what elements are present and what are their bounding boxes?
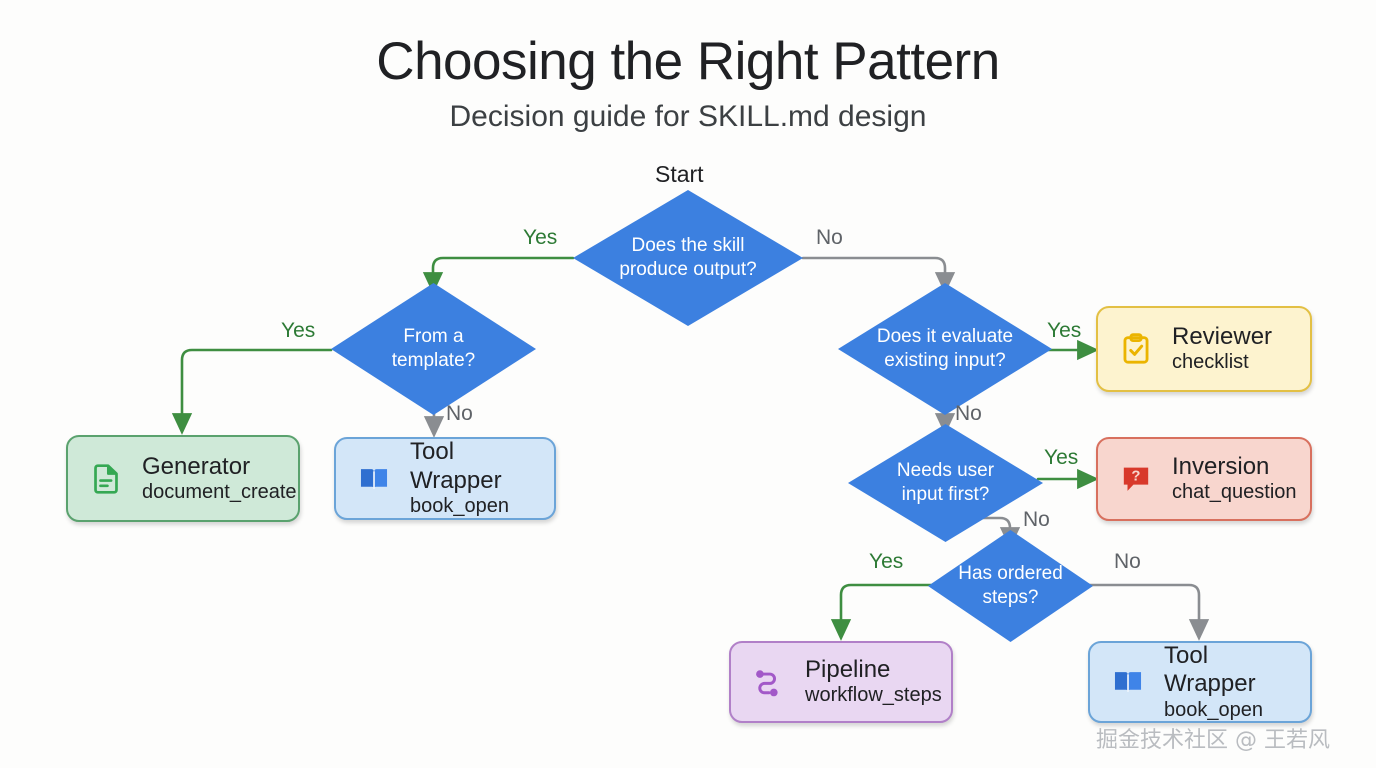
result-pipeline-title: Pipeline [805, 656, 891, 684]
result-node-generator[interactable]: Generator document_create [66, 435, 300, 522]
edge-label-q2-yes: Yes [281, 319, 316, 342]
result-generator-title: Generator [142, 452, 251, 480]
decision-needs-user-input-line1: Needs user [896, 460, 995, 482]
edge-label-q2-no: No [446, 402, 473, 425]
result-generator-subtitle: document_create [142, 480, 297, 503]
edge-label-q3-yes: Yes [1047, 319, 1082, 342]
edge-q4-no [943, 516, 1021, 549]
decision-from-template-line1: From a [403, 326, 464, 348]
workflow-icon [749, 662, 789, 702]
result-pipeline-subtitle: workflow_steps [805, 684, 942, 707]
document-icon [86, 459, 126, 499]
result-tool-wrapper-left-title: Tool Wrapper [410, 438, 502, 494]
decision-evaluate-input-line2: existing input? [884, 350, 1006, 371]
edge-label-q1-no: No [816, 226, 843, 249]
result-node-tool-wrapper-left[interactable]: Tool Wrapper book_open [334, 437, 556, 520]
book-open-icon [354, 459, 394, 499]
page-title: Choosing the Right Pattern [376, 32, 1000, 91]
start-caption: Start [655, 161, 704, 187]
result-inversion-title: Inversion [1172, 453, 1270, 481]
result-node-inversion[interactable]: ? Inversion chat_question [1096, 437, 1312, 521]
edge-label-q1-yes: Yes [523, 226, 558, 249]
edge-label-q5-no: No [1114, 550, 1141, 573]
edge-label-q3-no: No [955, 402, 982, 425]
decision-has-ordered-steps-line1: Has ordered [958, 563, 1063, 585]
result-inversion-subtitle: chat_question [1172, 481, 1297, 504]
decision-produce-output-line1: Does the skill [631, 235, 745, 257]
result-node-pipeline[interactable]: Pipeline workflow_steps [729, 641, 953, 723]
clipboard-check-icon [1116, 329, 1156, 369]
page-subtitle: Decision guide for SKILL.md design [449, 100, 927, 133]
edge-q5-no [1087, 583, 1210, 641]
decision-produce-output-line2: produce output? [619, 259, 757, 280]
result-node-tool-wrapper-bottom[interactable]: Tool Wrapper book_open [1088, 641, 1312, 723]
result-tool-wrapper-bottom-title: Tool Wrapper [1164, 641, 1256, 698]
watermark: 掘金技术社区 @ 王若风 [1096, 728, 1330, 753]
svg-text:?: ? [1131, 469, 1140, 485]
result-node-reviewer[interactable]: Reviewer checklist [1096, 306, 1312, 392]
result-reviewer-title: Reviewer [1172, 323, 1273, 351]
result-tool-wrapper-bottom-subtitle: book_open [1164, 698, 1263, 721]
edge-label-q5-yes: Yes [869, 550, 904, 573]
edge-label-q4-yes: Yes [1044, 446, 1079, 469]
edge-label-q4-no: No [1023, 508, 1050, 531]
decision-needs-user-input-line2: input first? [901, 484, 990, 505]
edge-q1-no [801, 256, 956, 294]
edge-q5-yes [830, 583, 933, 641]
result-reviewer-subtitle: checklist [1172, 351, 1249, 374]
decision-evaluate-input-line1: Does it evaluate [876, 326, 1014, 348]
book-open-icon [1108, 662, 1148, 702]
edge-q2-yes [171, 348, 333, 435]
result-tool-wrapper-left-subtitle: book_open [410, 495, 509, 518]
decision-has-ordered-steps-line2: steps? [982, 587, 1039, 608]
chat-question-icon: ? [1116, 459, 1156, 499]
edge-q1-yes [422, 256, 575, 294]
decision-from-template-line2: template? [391, 350, 476, 371]
